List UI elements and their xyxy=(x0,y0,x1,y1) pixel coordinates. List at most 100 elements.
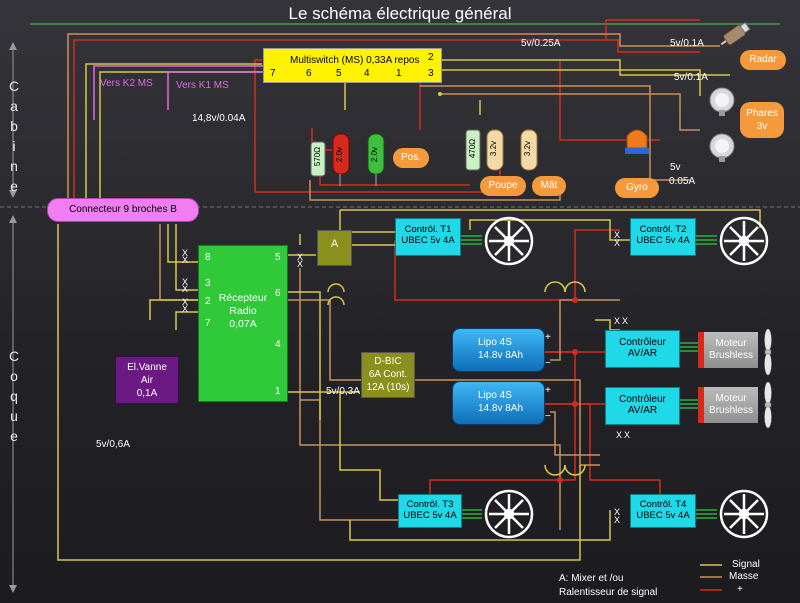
x-mark: X xyxy=(182,277,189,287)
radar-pill: Radar xyxy=(740,50,786,70)
x-mark: X xyxy=(182,284,189,294)
voltage-dbic: 5v/0,3A xyxy=(326,386,360,397)
resistor-1-value: 570Ω xyxy=(313,146,323,167)
x-mark: X xyxy=(616,430,623,440)
plus-wires-coque xyxy=(394,229,661,520)
rx-pin: 7 xyxy=(205,318,211,329)
rx-pin: 5 xyxy=(275,252,281,263)
x-mark: X xyxy=(182,248,189,258)
rx-pin: 4 xyxy=(275,339,281,350)
voltage-gyro-a: 0.05A xyxy=(669,176,696,187)
junction-dots xyxy=(557,297,578,483)
x-mark: X xyxy=(182,255,189,265)
section-coque-label: Coque xyxy=(6,348,22,448)
multiswitch-label: Multiswitch (MS) 0,33A repos xyxy=(290,55,420,66)
legend-plus: + xyxy=(737,584,743,595)
led-group-pos xyxy=(310,133,385,186)
rx-pin: 1 xyxy=(275,386,281,397)
thruster-wheels xyxy=(484,216,769,539)
led-2-value: 2.0v xyxy=(370,146,380,163)
page-title: Le schéma électrique général xyxy=(288,4,512,23)
x-mark: X xyxy=(297,259,304,269)
voltage-cabine: 14,8v/0.04A xyxy=(192,113,246,124)
led-4-value: 3.2v xyxy=(523,140,533,157)
voltage-radar: 5v/0.1A xyxy=(670,38,704,49)
signal-wires-cabine xyxy=(85,59,730,208)
radar-icon xyxy=(720,21,751,46)
connector-9-pin: Connecteur 9 broches B xyxy=(47,198,199,222)
x-mark: X xyxy=(614,316,621,326)
legend-note-2: Ralentisseur de signal xyxy=(559,587,658,598)
phares-pill: Phares 3v xyxy=(740,102,784,138)
x-mark: X xyxy=(182,297,189,307)
signal-junctions xyxy=(343,78,442,152)
legend-note-1: A: Mixer et /ou xyxy=(559,573,624,584)
led-3-value: 3.2v xyxy=(489,140,499,157)
ms-pin: 2 xyxy=(428,52,434,63)
rx-pin: 6 xyxy=(275,288,281,299)
x-mark: X xyxy=(182,304,189,314)
ms-pin: 7 xyxy=(270,68,276,79)
rx-pin: 8 xyxy=(205,252,211,263)
resistor-2-value: 470Ω xyxy=(468,138,478,159)
ms-pin: 3 xyxy=(428,68,434,79)
signal-wires-coque xyxy=(57,209,761,561)
ms-pin: 1 xyxy=(396,68,402,79)
svg-text:−: − xyxy=(545,358,551,369)
green-wires xyxy=(461,235,717,519)
x-mark: X xyxy=(624,430,631,440)
voltage-valve: 5v/0,6A xyxy=(96,439,130,450)
pos-pill: Pos. xyxy=(393,148,429,168)
rx-pin: 3 xyxy=(205,278,211,289)
mixer-box-a: A xyxy=(317,230,352,266)
svg-text:+: + xyxy=(545,332,551,343)
ms-pin: 4 xyxy=(364,68,370,79)
x-mark: X xyxy=(614,238,621,248)
led-group-poupe xyxy=(465,129,538,171)
poupe-pill: Poupe xyxy=(480,176,526,196)
gyro-beacon xyxy=(625,129,649,154)
legend-signal: Signal xyxy=(732,559,760,570)
x-mark: X xyxy=(614,230,621,240)
x-mark: X xyxy=(297,252,304,262)
propellers xyxy=(764,328,772,429)
voltage-phares: 5v/0.1A xyxy=(674,72,708,83)
vers-k2-label: Vers K2 MS xyxy=(100,78,153,89)
terminal-signs: + − + − xyxy=(545,332,551,422)
svg-text:−: − xyxy=(545,411,551,422)
multiswitch-box: Multiswitch (MS) 0,33A repos 7 6 5 4 1 2… xyxy=(263,48,442,83)
mat-pill: Mât xyxy=(532,176,566,196)
wire-humps xyxy=(327,281,586,476)
ms-pin: 5 xyxy=(336,68,342,79)
x-mark: X xyxy=(614,515,621,525)
voltage-gyro-v: 5v xyxy=(670,162,681,173)
gyro-pill: Gyro xyxy=(615,178,659,198)
vers-k1-label: Vers K1 MS xyxy=(176,80,229,91)
legend-masse: Masse xyxy=(729,571,759,582)
section-cabine-label: Cabine xyxy=(6,78,22,198)
phare-lamps xyxy=(709,87,735,162)
x-mark: X xyxy=(622,316,629,326)
led-1-value: 2.0v xyxy=(335,146,345,163)
x-mark: X xyxy=(614,507,621,517)
voltage-radar-line: 5v/0.25A xyxy=(521,38,561,49)
svg-text:+: + xyxy=(545,385,551,396)
rx-pin: 2 xyxy=(205,296,211,307)
magenta-wires xyxy=(93,65,290,120)
ms-pin: 6 xyxy=(306,68,312,79)
